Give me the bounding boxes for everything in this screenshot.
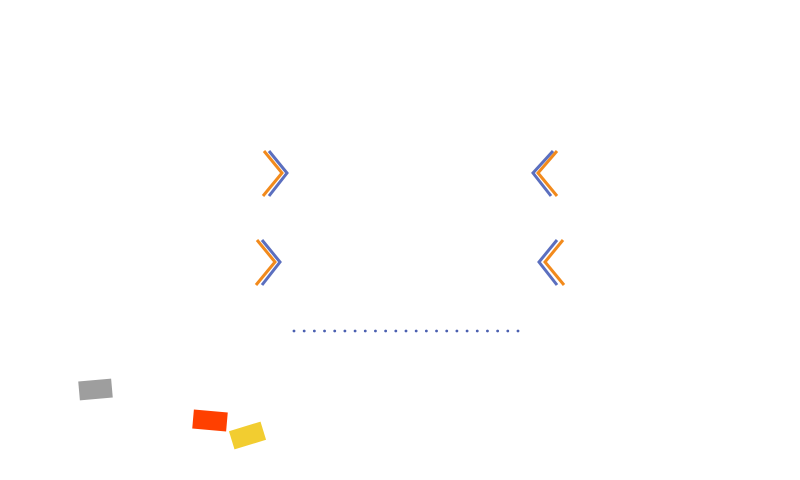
divider-dot bbox=[323, 329, 326, 333]
divider-dot bbox=[496, 329, 500, 333]
divider-dot bbox=[486, 329, 489, 333]
chevron-left-icon bbox=[528, 148, 562, 200]
divider-dot bbox=[404, 329, 408, 333]
chevron-stroke-blue bbox=[531, 149, 555, 197]
divider-dot bbox=[394, 329, 398, 333]
chevron-right-icon bbox=[260, 148, 294, 200]
chevron-stroke-orange bbox=[261, 150, 284, 197]
chevron-stroke-blue bbox=[260, 239, 282, 286]
divider-dot bbox=[333, 329, 337, 333]
divider-dot bbox=[455, 329, 459, 333]
divider-dot bbox=[374, 329, 377, 333]
chevron-right-icon bbox=[253, 237, 287, 289]
decorative-red-rectangle bbox=[192, 409, 228, 432]
divider-dot bbox=[414, 329, 418, 333]
chevron-stroke-orange bbox=[254, 239, 277, 286]
dotted-divider bbox=[292, 320, 520, 333]
divider-dot bbox=[445, 329, 449, 333]
divider-dot bbox=[384, 329, 388, 333]
chevron-stroke-blue bbox=[267, 150, 289, 197]
divider-dot bbox=[424, 329, 428, 333]
divider-dot bbox=[516, 329, 520, 333]
divider-dot bbox=[343, 329, 347, 333]
divider-dot bbox=[353, 329, 357, 333]
decorative-yellow-rectangle bbox=[228, 421, 267, 450]
divider-dot bbox=[475, 329, 479, 333]
divider-dot bbox=[465, 329, 469, 333]
divider-dot bbox=[302, 329, 306, 333]
chevron-left-icon bbox=[535, 237, 569, 289]
decorative-gray-rectangle bbox=[78, 378, 113, 401]
divider-dot bbox=[312, 329, 316, 333]
divider-dot bbox=[292, 329, 296, 333]
divider-dot bbox=[506, 329, 510, 333]
chevron-stroke-blue bbox=[537, 239, 559, 286]
chevron-stroke-orange bbox=[536, 150, 559, 197]
chevron-stroke-orange bbox=[543, 239, 566, 286]
divider-dot bbox=[435, 329, 438, 333]
divider-dot bbox=[363, 329, 367, 333]
dotted-divider-svg bbox=[292, 329, 520, 333]
